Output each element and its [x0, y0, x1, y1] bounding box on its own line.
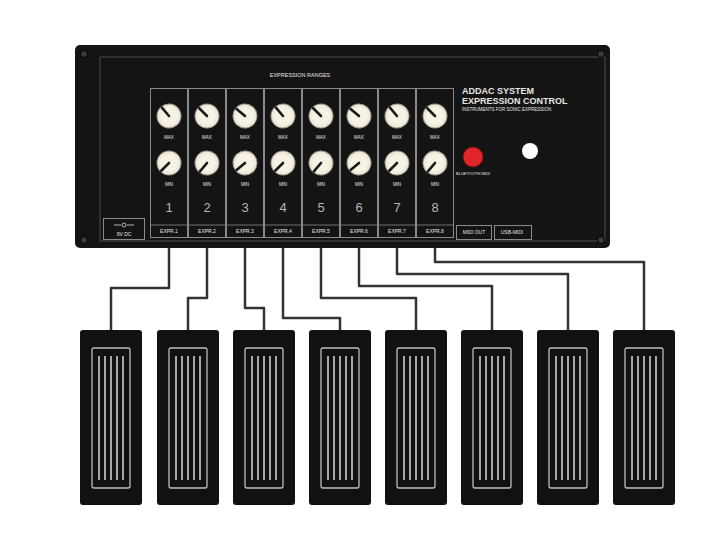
knob-label: MIN — [189, 183, 225, 188]
knob-label: MIN — [303, 183, 339, 188]
product-name: EXPRESSION CONTROL — [462, 97, 602, 106]
cable — [283, 248, 340, 330]
knob-label: MAX — [227, 136, 263, 141]
channel-strip: MAX MIN 3EXPR.3 — [226, 88, 264, 238]
expression-pedal — [385, 330, 447, 505]
channel-number: 5 — [303, 201, 339, 214]
channel-strip: MAX MIN 5EXPR.5 — [302, 88, 340, 238]
power-jack-symbol — [114, 223, 134, 227]
knob-label: MIN — [265, 183, 301, 188]
expression-pedal — [233, 330, 295, 505]
knob-label: MIN — [341, 183, 377, 188]
brand-name: ADDAC SYSTEM — [462, 87, 602, 96]
jack-label: EXPR.1 — [151, 229, 187, 234]
power-label: 9V DC — [104, 232, 144, 237]
knob-label: MAX — [379, 136, 415, 141]
channel-number: 1 — [151, 201, 187, 214]
knob-label: MIN — [151, 183, 187, 188]
expression-pedal — [80, 330, 142, 505]
channel-number: 7 — [379, 201, 415, 214]
jack-label: EXPR.6 — [341, 229, 377, 234]
expression-pedals — [80, 330, 675, 505]
knob-label: MAX — [151, 136, 187, 141]
knob-label: MAX — [417, 136, 453, 141]
expression-pedal — [613, 330, 675, 505]
section-heading: EXPRESSION RANGES — [200, 73, 400, 79]
expression-pedal — [157, 330, 219, 505]
expression-pedal — [461, 330, 523, 505]
jack-label: EXPR.8 — [417, 229, 453, 234]
knob-label: MIN — [379, 183, 415, 188]
usb-midi-port: USB-MIDI — [494, 225, 532, 240]
channel-number: 4 — [265, 201, 301, 214]
jack-label: EXPR.5 — [303, 229, 339, 234]
power-input-box: 9V DC — [103, 218, 145, 240]
jack-label: EXPR.3 — [227, 229, 263, 234]
cable — [359, 248, 492, 330]
port-label: USB-MIDI — [495, 230, 529, 235]
jack-label: EXPR.2 — [189, 229, 225, 234]
expression-pedal — [537, 330, 599, 505]
channel-strip: MAX MIN 4EXPR.4 — [264, 88, 302, 238]
cable — [188, 248, 207, 330]
device-panel: MAXMIN1EXPR.1MAXMIN2EXPR.2MAXMIN3EXPR.3M… — [75, 45, 610, 248]
midi-out-port: MIDI OUT — [456, 225, 492, 240]
channel-strip: MAX MIN 7EXPR.7 — [378, 88, 416, 238]
led-button — [522, 143, 538, 159]
channel-number: 2 — [189, 201, 225, 214]
cable — [111, 248, 169, 330]
expression-pedal — [309, 330, 371, 505]
channel-strip: MAX MIN 8EXPR.8 — [416, 88, 454, 238]
device-housing — [75, 45, 610, 248]
cable — [321, 248, 416, 330]
channel-number: 3 — [227, 201, 263, 214]
cable — [435, 248, 644, 330]
knob-label: MIN — [417, 183, 453, 188]
channel-number: 6 — [341, 201, 377, 214]
panel-frame — [100, 57, 605, 241]
cable — [245, 248, 264, 330]
knob-label: MAX — [265, 136, 301, 141]
channel-number: 8 — [417, 201, 453, 214]
tagline: INSTRUMENTS FOR SONIC EXPRESSION — [462, 108, 602, 113]
jack-label: EXPR.4 — [265, 229, 301, 234]
knob-label: MAX — [341, 136, 377, 141]
knob-label: MAX — [189, 136, 225, 141]
bluetooth-button — [463, 147, 483, 167]
channel-strip: MAX MIN 2EXPR.2 — [188, 88, 226, 238]
cable — [397, 248, 568, 330]
knob-label: MAX — [303, 136, 339, 141]
cables — [111, 248, 644, 330]
jack-label: EXPR.7 — [379, 229, 415, 234]
channel-strip: MAX MIN 1EXPR.1 — [150, 88, 188, 238]
knob-label: MIN — [227, 183, 263, 188]
button-label: BLUETOOTH MIDI — [448, 172, 498, 176]
screws — [81, 51, 605, 244]
port-label: MIDI OUT — [457, 230, 491, 235]
channel-strip: MAX MIN 6EXPR.6 — [340, 88, 378, 238]
